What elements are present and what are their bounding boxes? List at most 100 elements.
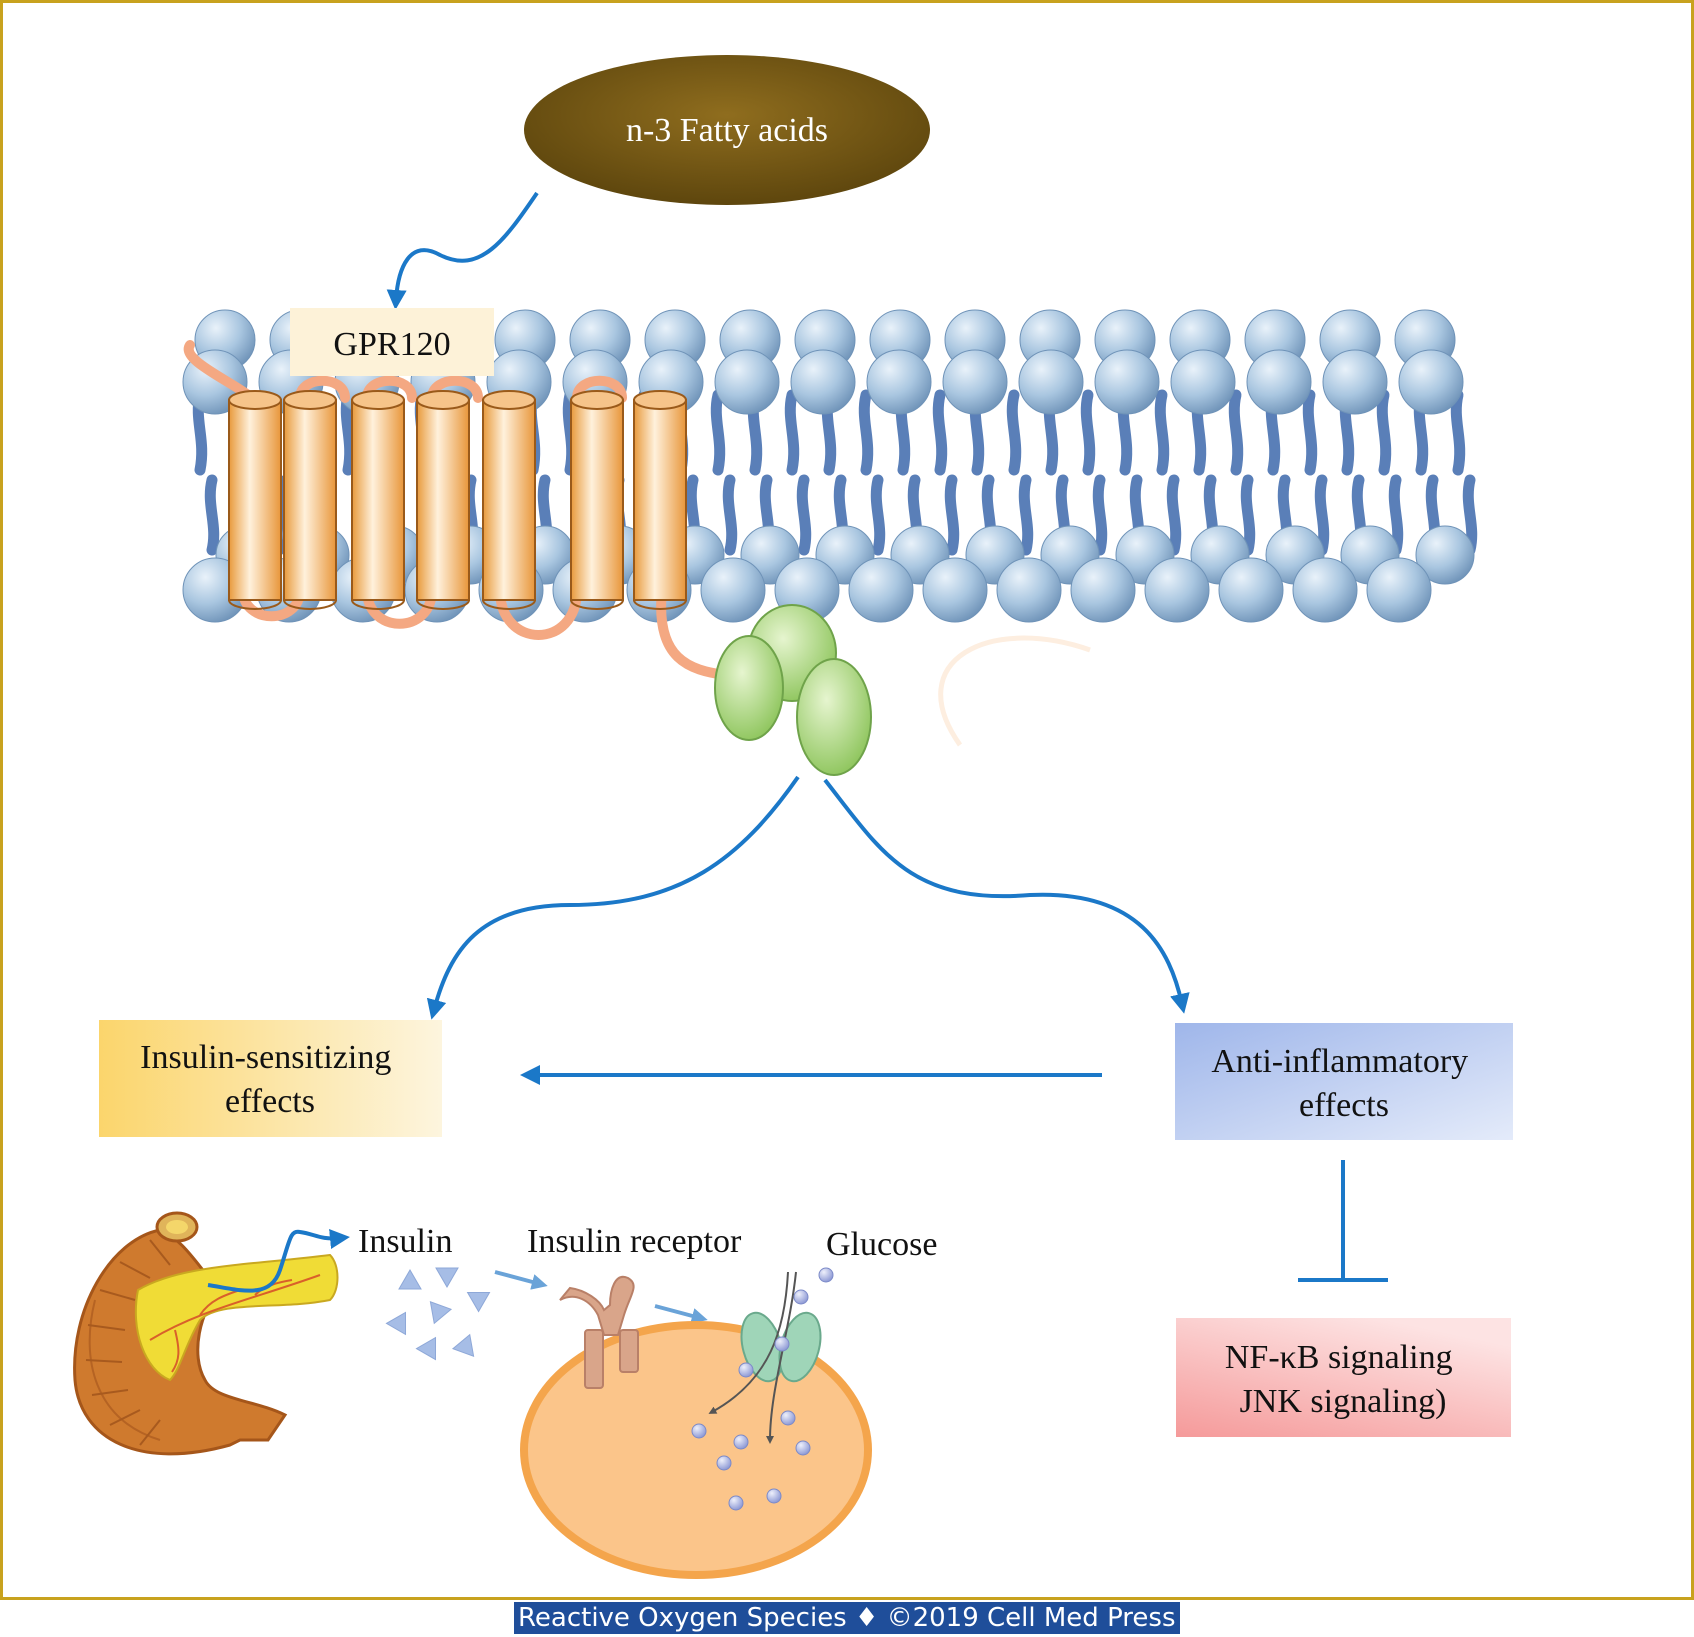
helix-top bbox=[228, 390, 282, 410]
lipid-tail bbox=[932, 389, 948, 476]
lipid-head bbox=[1322, 349, 1388, 415]
glucose-label: Glucose bbox=[826, 1226, 937, 1263]
glucose-dot bbox=[818, 1267, 834, 1283]
fatty-acids-label: n-3 Fatty acids bbox=[626, 112, 828, 149]
insulin-molecules bbox=[385, 1267, 491, 1361]
helix-body bbox=[416, 399, 470, 601]
insulin-triangle bbox=[435, 1267, 459, 1288]
helix-top bbox=[351, 390, 405, 410]
glucose-molecules bbox=[691, 1267, 834, 1511]
lipid-head bbox=[700, 557, 766, 623]
helix-bottom bbox=[351, 599, 405, 610]
lipid-tail bbox=[1080, 389, 1096, 476]
lipid-tail bbox=[1314, 474, 1330, 556]
glucose-dot bbox=[728, 1495, 744, 1511]
lipid-head bbox=[1398, 349, 1464, 415]
arrow-to-insulin-sensitizing bbox=[426, 775, 800, 1020]
helix-top bbox=[633, 390, 687, 410]
svg-text:Insulin-sensitizing effe: Insulin-sensitizing effects bbox=[140, 1039, 400, 1120]
helix-bottom bbox=[482, 599, 536, 610]
lipid-tail bbox=[722, 474, 738, 556]
insulin-label: Insulin bbox=[358, 1223, 452, 1260]
lipid-head bbox=[714, 349, 780, 415]
insulin-triangle bbox=[398, 1269, 422, 1290]
gpr120-label: GPR120 bbox=[333, 326, 450, 363]
glucose-dot bbox=[793, 1289, 809, 1305]
lipid-tail bbox=[1154, 389, 1170, 476]
g-protein-complex bbox=[714, 604, 872, 776]
insulin-sensitizing-box: Insulin-sensitizing effects bbox=[99, 1020, 442, 1137]
nfkb-box: NF-κB signaling JNK signaling) bbox=[1176, 1318, 1511, 1437]
transmembrane-helices bbox=[228, 390, 687, 610]
lipid-tail bbox=[784, 389, 800, 476]
lipid-tail bbox=[1092, 474, 1108, 556]
helix-body bbox=[633, 399, 687, 601]
lipid-head bbox=[1018, 349, 1084, 415]
helix-body bbox=[351, 399, 405, 601]
lipid-head bbox=[1144, 557, 1210, 623]
lipid-head bbox=[996, 557, 1062, 623]
lipid-tail bbox=[1018, 474, 1034, 556]
lipid-head bbox=[1292, 557, 1358, 623]
target-cell bbox=[520, 1321, 872, 1579]
arrow-insulin-to-receptor bbox=[494, 1270, 548, 1290]
lipid-head bbox=[1246, 349, 1312, 415]
insulin-secretion-arrow bbox=[207, 1229, 350, 1293]
lipid-tail bbox=[796, 474, 812, 556]
footer-credit: Reactive Oxygen Species ♦ ©2019 Cell Med… bbox=[514, 1602, 1180, 1634]
lipid-head bbox=[1070, 557, 1136, 623]
lipid-head bbox=[1415, 525, 1475, 585]
lipid-tail bbox=[204, 474, 220, 556]
helix-bottom bbox=[570, 599, 624, 610]
glucose-dot bbox=[766, 1488, 782, 1504]
lipid-tail bbox=[944, 474, 960, 556]
insulin-triangle bbox=[466, 1291, 491, 1313]
helix-body bbox=[228, 399, 282, 601]
pancreas-illustration bbox=[73, 1211, 339, 1456]
insulin-triangle bbox=[385, 1311, 407, 1336]
lipid-head bbox=[942, 349, 1008, 415]
helix-top bbox=[482, 390, 536, 410]
lipid-tail bbox=[1302, 389, 1318, 476]
nfkb-line1: NF-κB signaling bbox=[1225, 1339, 1453, 1376]
lipid-tail bbox=[858, 389, 874, 476]
gpr120-receptor bbox=[183, 340, 730, 680]
faint-arc bbox=[938, 635, 1091, 747]
fatty-acids-node: n-3 Fatty acids bbox=[524, 55, 930, 205]
lipid-tail bbox=[1240, 474, 1256, 556]
lipid-head bbox=[1218, 557, 1284, 623]
anti-inflammatory-line2: effects bbox=[1299, 1087, 1389, 1124]
glucose-dot bbox=[733, 1434, 749, 1450]
svg-text:Anti-inflammatory effect: Anti-inflammatory effects bbox=[1211, 1043, 1476, 1124]
glucose-dot bbox=[780, 1410, 796, 1426]
glucose-dot bbox=[691, 1423, 707, 1439]
anti-inflammatory-box: Anti-inflammatory effects bbox=[1175, 1023, 1513, 1140]
helix-top bbox=[416, 390, 470, 410]
lipid-tail bbox=[1228, 389, 1244, 476]
lipid-head bbox=[1170, 349, 1236, 415]
lipid-tail bbox=[1388, 474, 1404, 556]
helix-bottom bbox=[283, 599, 337, 610]
insulin-sensitizing-line1: Insulin-sensitizing bbox=[140, 1039, 391, 1076]
inhibition-symbol bbox=[1298, 1160, 1388, 1282]
arrow-to-anti-inflammatory bbox=[823, 778, 1190, 1014]
lipid-tail bbox=[1006, 389, 1022, 476]
lipid-head bbox=[1366, 557, 1432, 623]
insulin-receptor-label: Insulin receptor bbox=[527, 1223, 742, 1260]
insulin-triangle bbox=[451, 1333, 475, 1358]
helix-bottom bbox=[633, 599, 687, 610]
lipid-head bbox=[1094, 349, 1160, 415]
helix-body bbox=[482, 399, 536, 601]
insulin-receptor-icon bbox=[559, 1275, 639, 1389]
helix-bottom bbox=[228, 599, 282, 610]
arrow-fattyacids-to-gpr120 bbox=[386, 191, 539, 310]
lipid-head bbox=[922, 557, 988, 623]
helix-top bbox=[570, 390, 624, 410]
lipid-tail bbox=[1166, 474, 1182, 556]
gpr120-label-box: GPR120 bbox=[290, 308, 494, 376]
lipid-tail bbox=[1376, 389, 1392, 476]
lipid-tail bbox=[870, 474, 886, 556]
helix-body bbox=[570, 399, 624, 601]
insulin-triangle bbox=[415, 1336, 437, 1361]
